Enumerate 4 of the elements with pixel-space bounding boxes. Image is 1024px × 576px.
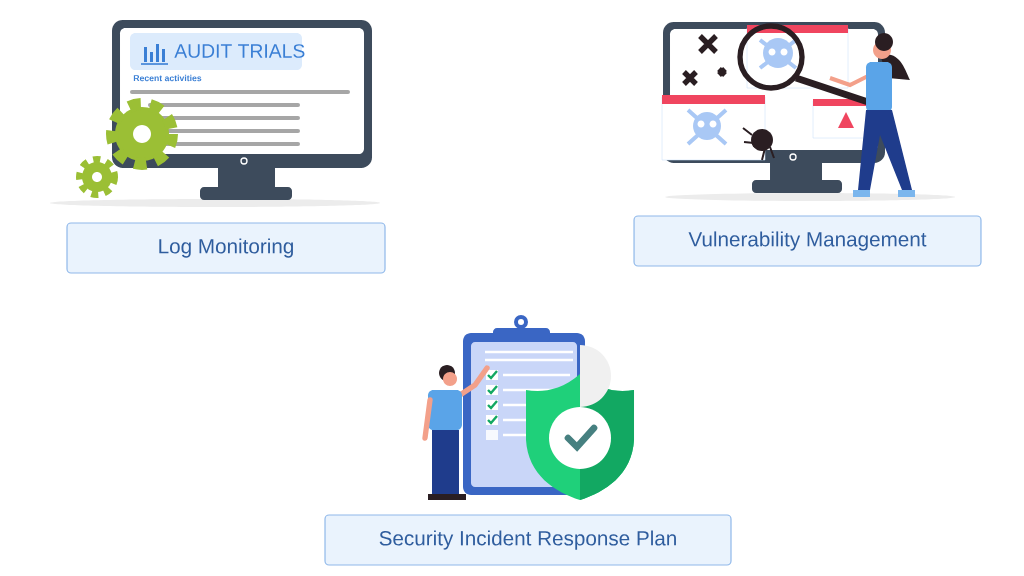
caption-box: Security Incident Response Plan [324,514,732,566]
caption-box: Vulnerability Management [633,215,982,267]
caption-box: Log Monitoring [66,222,386,274]
title-banner: AUDIT TRIALS [130,33,305,70]
